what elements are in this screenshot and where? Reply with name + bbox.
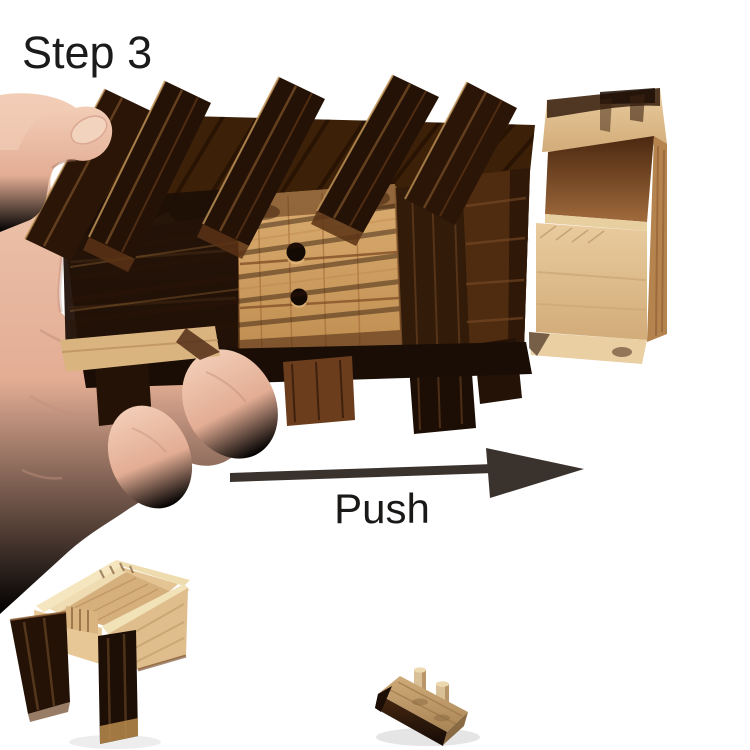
push-label: Push — [334, 485, 430, 532]
push-direction-arrow — [230, 448, 584, 498]
top-slat-2 — [83, 80, 211, 272]
index-finger — [0, 106, 113, 232]
open-drawer-box — [9, 560, 190, 749]
arrow-head — [486, 448, 584, 498]
secret-drawer-pushed-out — [529, 88, 667, 364]
small-box-pine-strip — [66, 606, 98, 634]
peg-bar-right-end — [443, 712, 468, 745]
drawer-left-wall — [536, 223, 647, 340]
small-box-slat-left — [9, 611, 70, 722]
drawer-interior — [545, 136, 654, 222]
top-slat-5 — [404, 81, 517, 225]
fingernail — [70, 115, 108, 145]
top-slat-4 — [311, 74, 439, 246]
peg-bar-front-edge — [375, 694, 447, 746]
arrow-shaft — [230, 464, 494, 482]
peg-hole-upper — [286, 242, 306, 262]
small-box-inner-far-wall — [48, 566, 126, 613]
front-vertical-slat — [394, 182, 476, 434]
drawer-inner-rim — [545, 214, 647, 231]
small-box-rim-back-right — [116, 560, 190, 586]
top-slats — [24, 74, 517, 272]
small-box-slat-right — [98, 630, 138, 744]
step-title: Step 3 — [22, 27, 153, 78]
pine-shelf — [60, 326, 220, 372]
two-peg-lock-bar — [375, 667, 480, 746]
small-box-rim-front — [102, 584, 190, 634]
peg-hole-lower — [290, 288, 308, 306]
top-slat-3 — [197, 76, 325, 259]
fingertips — [107, 349, 278, 509]
box-foot-center — [283, 356, 355, 426]
